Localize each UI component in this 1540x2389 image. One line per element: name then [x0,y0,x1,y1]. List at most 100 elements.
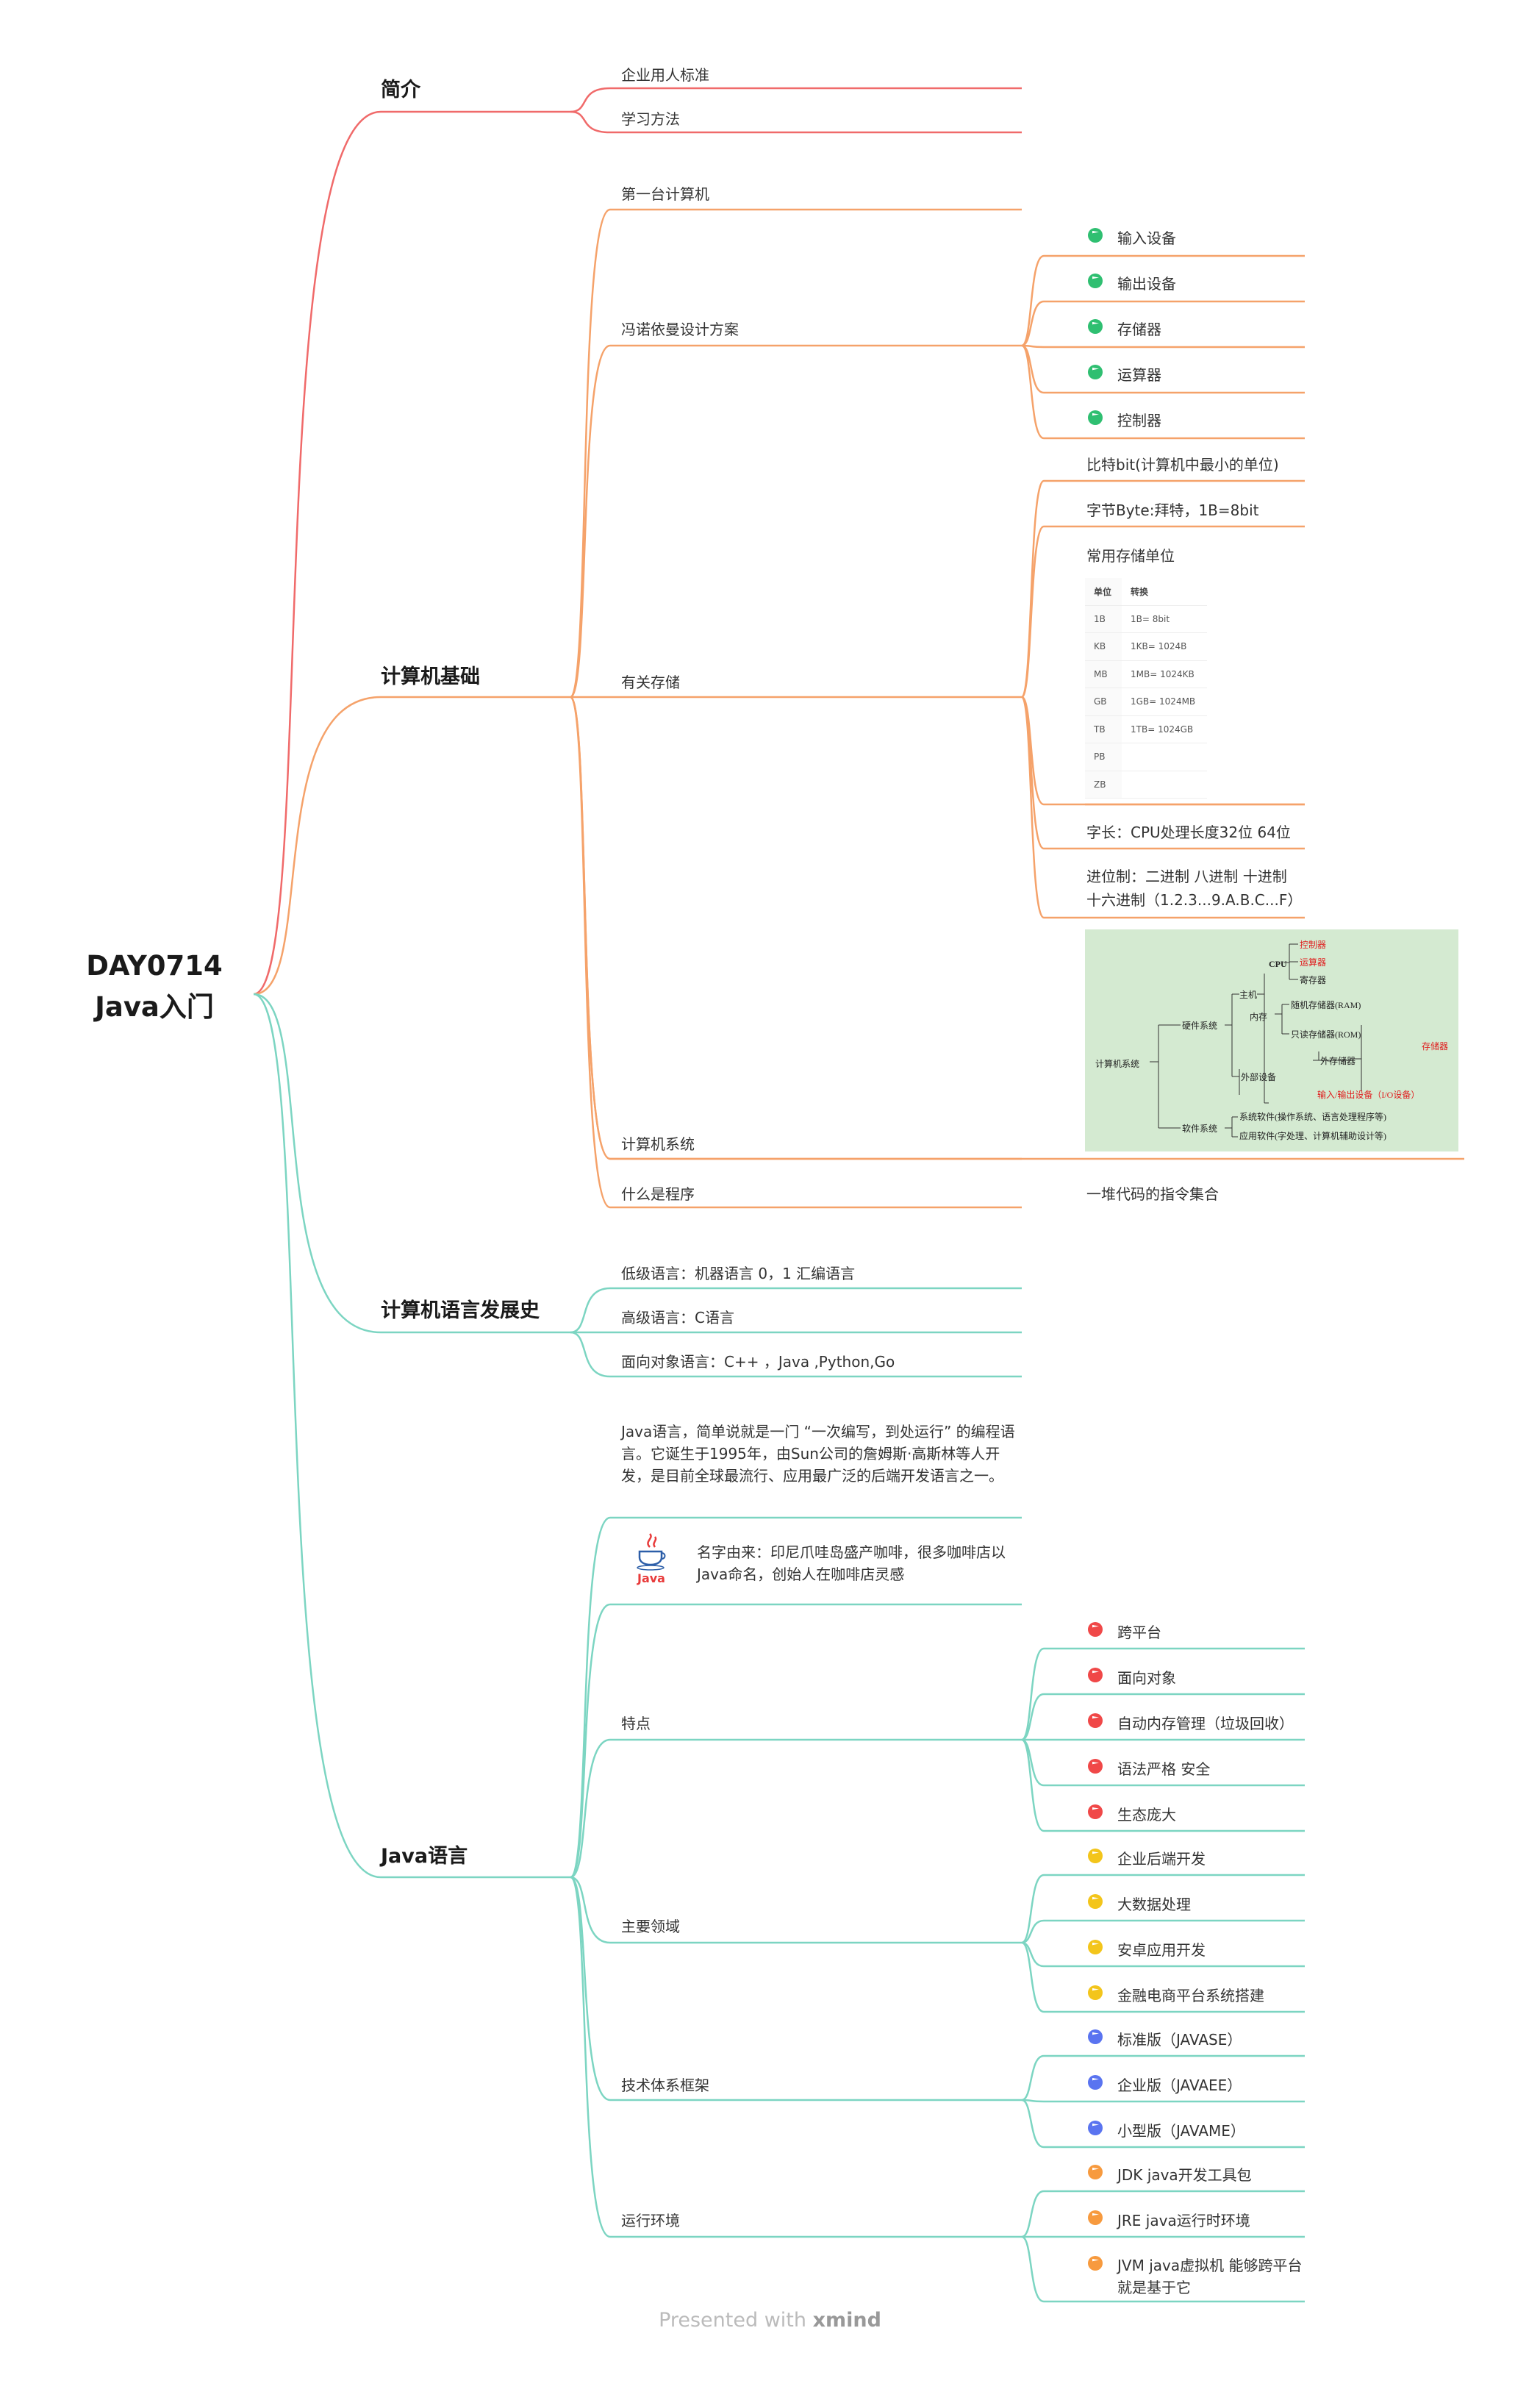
java-editions-item[interactable]: 企业版（JAVAEE） [1117,2076,1242,2094]
program-topic[interactable]: 什么是程序 [621,1185,695,1203]
diag-io: 输入/输出设备（I/O设备） [1317,1090,1420,1100]
storage-line [1020,696,1305,919]
flag-icon [1088,410,1103,425]
java-editions-item[interactable]: 标准版（JAVASE） [1117,2031,1242,2049]
von-neumann-item[interactable]: 运算器 [1117,366,1161,384]
root-title-line2: Java入门 [95,991,214,1023]
radix-line2[interactable]: 十六进制（1.2.3...9.A.B.C...F） [1086,891,1303,909]
flag-icon [1088,1622,1103,1637]
diag-controller: 控制器 [1300,940,1327,950]
java-sub-line [1021,1738,1305,1832]
java-sub-line [1021,2190,1305,2238]
computer-system-topic[interactable]: 计算机系统 [621,1135,695,1153]
java-runtime-item[interactable]: JRE java运行时环境 [1117,2212,1250,2229]
branch-intro [253,110,570,996]
storage-topic[interactable]: 有关存储 [621,674,680,691]
java-line [570,1738,1022,1879]
von-neumann-item[interactable]: 控制器 [1117,412,1161,429]
java-name-origin[interactable]: 名字由来：印尼爪哇岛盛产咖啡，很多咖啡店以Java命名，创始人在咖啡店灵感 [697,1543,1006,1583]
flag-icon [1088,1985,1103,2000]
root-title-line1: DAY0714 [86,950,223,982]
flag-icon [1088,1668,1103,1682]
von-neumann-item[interactable]: 输入设备 [1117,229,1176,247]
java-runtime-item[interactable]: JDK java开发工具包 [1117,2166,1252,2184]
von-neumann-item[interactable]: 存储器 [1117,321,1161,338]
java-features-item[interactable]: 自动内存管理（垃圾回收） [1117,1715,1294,1732]
java-editions-item[interactable]: 小型版（JAVAME） [1117,2122,1245,2140]
language-item[interactable]: 低级语言：机器语言 0，1 汇编语言 [621,1265,856,1282]
vn-line [1021,344,1305,394]
java-domains-item[interactable]: 安卓应用开发 [1117,1941,1206,1959]
storage-bit[interactable]: 比特bit(计算机中最小的单位) [1086,456,1279,474]
computer-line [569,208,1022,699]
flag-icon [1088,2256,1103,2271]
root-topic[interactable]: DAY0714 Java入门 [44,946,265,1028]
diag-hardware: 硬件系统 [1182,1021,1218,1031]
flag-icon [1088,319,1103,334]
java-sub-line [1021,2099,1305,2103]
word-length[interactable]: 字长：CPU处理长度32位 64位 [1086,824,1291,841]
topic-language-history[interactable]: 计算机语言发展史 [381,1299,540,1322]
java-features-item[interactable]: 跨平台 [1117,1624,1161,1641]
intro-item[interactable]: 企业用人标准 [621,66,709,84]
table-cell: 1KB= 1024B [1122,632,1207,661]
table-row: ZB [1085,771,1207,799]
flag-icon [1088,2075,1103,2090]
storage-byte[interactable]: 字节Byte:拜特，1B=8bit [1086,501,1259,519]
intro-item[interactable]: 学习方法 [621,110,680,128]
branch-computer [253,696,570,996]
program-value[interactable]: 一堆代码的指令集合 [1086,1185,1219,1203]
vn-line [1021,300,1305,347]
flag-icon [1088,1759,1103,1774]
topic-java-language[interactable]: Java语言 [381,1845,468,1868]
java-features-item[interactable]: 面向对象 [1117,1669,1176,1687]
storage-units-label[interactable]: 常用存储单位 [1086,547,1175,565]
diag-software: 软件系统 [1182,1124,1218,1134]
radix-line1[interactable]: 进位制：二进制 八进制 十进制 [1086,868,1287,885]
language-item[interactable]: 高级语言：C语言 [621,1309,734,1326]
topic-computer-basics[interactable]: 计算机基础 [381,665,480,688]
java-line [569,1876,1022,2238]
table-cell: KB [1085,632,1122,661]
first-computer[interactable]: 第一台计算机 [621,185,709,203]
diag-app-software: 应用软件(字处理、计算机辅助设计等) [1239,1131,1386,1141]
java-features-item[interactable]: 语法严格 安全 [1117,1760,1211,1778]
diag-system-software: 系统软件(操作系统、语言处理程序等) [1239,1112,1386,1122]
table-cell: ZB [1085,771,1122,799]
topic-intro[interactable]: 简介 [381,79,420,101]
java-intro[interactable]: Java语言，简单说就是一门 “一次编写，到处运行” 的编程语言。它诞生于199… [621,1423,1015,1485]
language-item[interactable]: 面向对象语言：C++ ，Java ,Python,Go [621,1353,895,1371]
java-features-item[interactable]: 生态庞大 [1117,1806,1176,1824]
table-cell: PB [1085,743,1122,771]
java-domains-item[interactable]: 金融电商平台系统搭建 [1117,1987,1264,2004]
java-sub-line [1021,1941,1305,2013]
java-editions[interactable]: 技术体系框架 [621,2076,709,2094]
vn-line [1021,344,1305,440]
footer: Presented with xmind [0,2309,1540,2332]
table-cell [1122,743,1207,771]
von-neumann-item[interactable]: 输出设备 [1117,275,1176,293]
table-cell: MB [1085,660,1122,688]
von-neumann[interactable]: 冯诺依曼设计方案 [621,321,739,338]
table-header: 转换 [1122,578,1207,606]
lang-line [570,1287,1022,1334]
java-logo-icon: Java [637,1533,666,1585]
flag-icon [1088,1713,1103,1728]
java-domains-item[interactable]: 大数据处理 [1117,1896,1191,1913]
flag-icon [1088,365,1103,379]
java-runtime-item[interactable]: JVM java虚拟机 能够跨平台就是基于它 [1117,2257,1303,2296]
java-domains[interactable]: 主要领域 [621,1918,680,1935]
java-features[interactable]: 特点 [621,1715,651,1732]
flag-icon [1088,2165,1103,2179]
java-runtime[interactable]: 运行环境 [621,2212,680,2229]
diag-cpu: CPU [1269,959,1287,969]
diag-register: 寄存器 [1300,975,1327,985]
flag-icon [1088,2210,1103,2225]
java-domains-item[interactable]: 企业后端开发 [1117,1850,1206,1868]
